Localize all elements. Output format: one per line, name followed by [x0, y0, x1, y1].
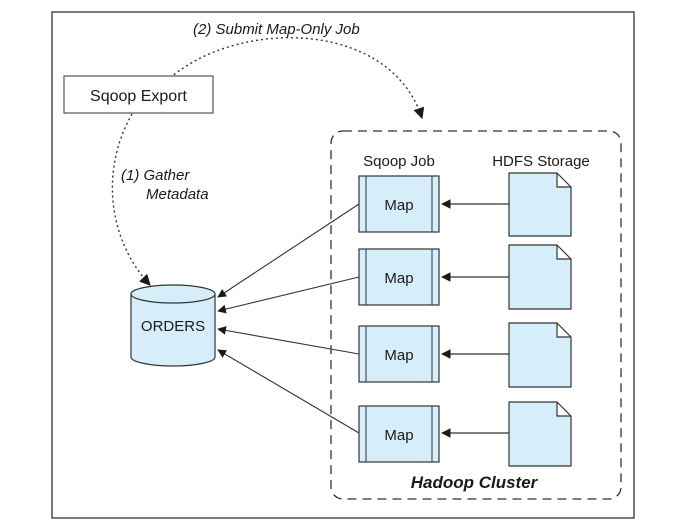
map-to-orders-arrow-4 [217, 349, 360, 434]
map-task-1: Map [358, 175, 440, 233]
gather-metadata-label: (1) Gather [121, 167, 190, 184]
submit-job-label: (2) Submit Map-Only Job [193, 21, 360, 38]
map-to-orders-arrow-1 [217, 203, 360, 298]
hdfs-storage-header: HDFS Storage [492, 153, 590, 170]
gather-metadata-label-2: Metadata [146, 186, 209, 203]
hdfs-file-1 [508, 172, 572, 237]
hadoop-cluster-label: Hadoop Cluster [411, 473, 539, 492]
svg-text:Map: Map [384, 197, 413, 214]
orders-database: ORDERS [130, 284, 216, 367]
hadoop-cluster-boundary [330, 130, 622, 500]
hdfs-file-3 [508, 322, 572, 388]
sqoop-job-header: Sqoop Job [363, 153, 435, 170]
gather-metadata-arrow [111, 113, 151, 286]
map-to-orders-arrow-2 [217, 276, 360, 314]
svg-text:ORDERS: ORDERS [141, 318, 205, 335]
svg-text:Map: Map [384, 270, 413, 287]
map-task-3: Map [358, 325, 440, 383]
svg-text:Sqoop Export: Sqoop Export [90, 88, 188, 105]
submit-job-arrow [169, 37, 425, 120]
map-task-2: Map [358, 248, 440, 306]
hdfs-file-4 [508, 401, 572, 467]
hdfs-file-2 [508, 244, 572, 310]
map-to-orders-arrow-3 [217, 326, 360, 355]
svg-text:Map: Map [384, 427, 413, 444]
sqoop-export-node: Sqoop Export [63, 75, 214, 114]
map-task-4: Map [358, 405, 440, 463]
svg-text:Map: Map [384, 347, 413, 364]
